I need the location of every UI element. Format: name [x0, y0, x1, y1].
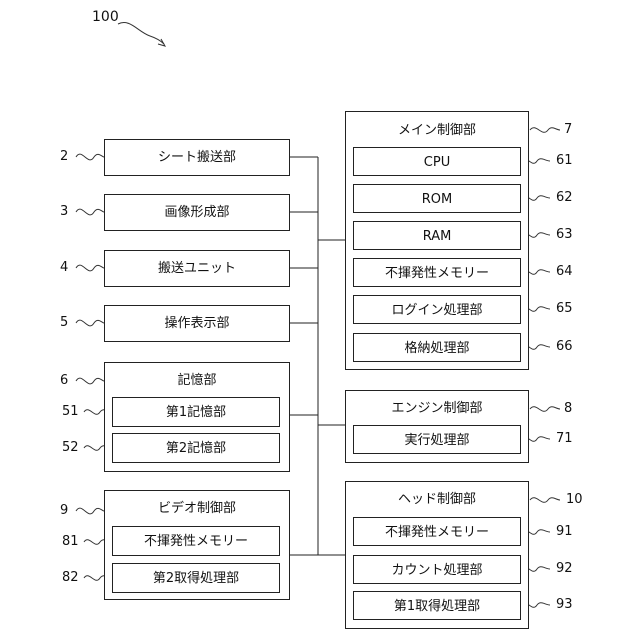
image-forming-box: 画像形成部 [104, 194, 290, 231]
transport-unit-box: 搬送ユニット [104, 250, 290, 287]
leader-8 [530, 407, 560, 412]
video-control-label: ビデオ制御部 [105, 502, 289, 515]
image-forming-label: 画像形成部 [105, 206, 289, 219]
ref-91: 91 [556, 525, 573, 538]
first-acquisition-label: 第1取得処理部 [354, 600, 520, 613]
ref-63: 63 [556, 228, 573, 241]
first-storage-box: 第1記憶部 [112, 397, 280, 427]
head-control-label: ヘッド制御部 [346, 493, 528, 506]
rom-box: ROM [353, 184, 521, 213]
cpu-box: CPU [353, 147, 521, 176]
main-control-label: メイン制御部 [346, 124, 528, 137]
operation-display-box: 操作表示部 [104, 305, 290, 342]
login-processing-box: ログイン処理部 [353, 295, 521, 324]
ref-10: 10 [566, 493, 583, 506]
second-acquisition-label: 第2取得処理部 [113, 572, 279, 585]
ref-2: 2 [60, 150, 68, 163]
cpu-label: CPU [354, 156, 520, 169]
operation-display-label: 操作表示部 [105, 317, 289, 330]
ref-8: 8 [564, 402, 572, 415]
ref-7: 7 [564, 123, 572, 136]
figure-number-arrow [118, 23, 164, 44]
leader-7 [530, 128, 560, 133]
ref-71: 71 [556, 432, 573, 445]
ref-61: 61 [556, 154, 573, 167]
ref-64: 64 [556, 265, 573, 278]
ref-5: 5 [60, 316, 68, 329]
ref-81: 81 [62, 535, 79, 548]
engine-control-label: エンジン制御部 [346, 402, 528, 415]
storage-label: 記憶部 [105, 374, 289, 387]
second-storage-box: 第2記憶部 [112, 433, 280, 463]
ref-62: 62 [556, 191, 573, 204]
sheet-transport-label: シート搬送部 [105, 151, 289, 164]
leader-4 [76, 265, 104, 271]
second-storage-label: 第2記憶部 [113, 442, 279, 455]
ram-label: RAM [354, 230, 520, 243]
ref-6: 6 [60, 374, 68, 387]
main-nonvolatile-memory-box: 不揮発性メモリー [353, 258, 521, 287]
main-nonvolatile-memory-label: 不揮発性メモリー [354, 267, 520, 280]
storage-processing-box: 格納処理部 [353, 333, 521, 362]
second-acquisition-box: 第2取得処理部 [112, 563, 280, 593]
ref-66: 66 [556, 340, 573, 353]
first-acquisition-box: 第1取得処理部 [353, 591, 521, 620]
leader-6 [76, 378, 104, 384]
video-nonvolatile-memory-label: 不揮発性メモリー [113, 535, 279, 548]
first-storage-label: 第1記憶部 [113, 406, 279, 419]
execution-processing-box: 実行処理部 [353, 425, 521, 454]
head-nonvolatile-memory-label: 不揮発性メモリー [354, 526, 520, 539]
leader-2 [76, 154, 104, 160]
ref-82: 82 [62, 571, 79, 584]
count-processing-box: カウント処理部 [353, 555, 521, 584]
leader-10 [530, 498, 560, 503]
ram-box: RAM [353, 221, 521, 250]
ref-93: 93 [556, 598, 573, 611]
ref-9: 9 [60, 504, 68, 517]
transport-unit-label: 搬送ユニット [105, 262, 289, 275]
leader-3 [76, 209, 104, 215]
ref-92: 92 [556, 562, 573, 575]
count-processing-label: カウント処理部 [354, 564, 520, 577]
login-processing-label: ログイン処理部 [354, 304, 520, 317]
execution-processing-label: 実行処理部 [354, 434, 520, 447]
rom-label: ROM [354, 193, 520, 206]
sheet-transport-box: シート搬送部 [104, 139, 290, 176]
ref-3: 3 [60, 205, 68, 218]
ref-51: 51 [62, 405, 79, 418]
ref-52: 52 [62, 441, 79, 454]
leader-9 [76, 508, 104, 514]
figure-number: 100 [92, 10, 119, 24]
leader-5 [76, 320, 104, 326]
head-nonvolatile-memory-box: 不揮発性メモリー [353, 517, 521, 546]
ref-4: 4 [60, 261, 68, 274]
video-nonvolatile-memory-box: 不揮発性メモリー [112, 526, 280, 556]
storage-processing-label: 格納処理部 [354, 342, 520, 355]
ref-65: 65 [556, 302, 573, 315]
